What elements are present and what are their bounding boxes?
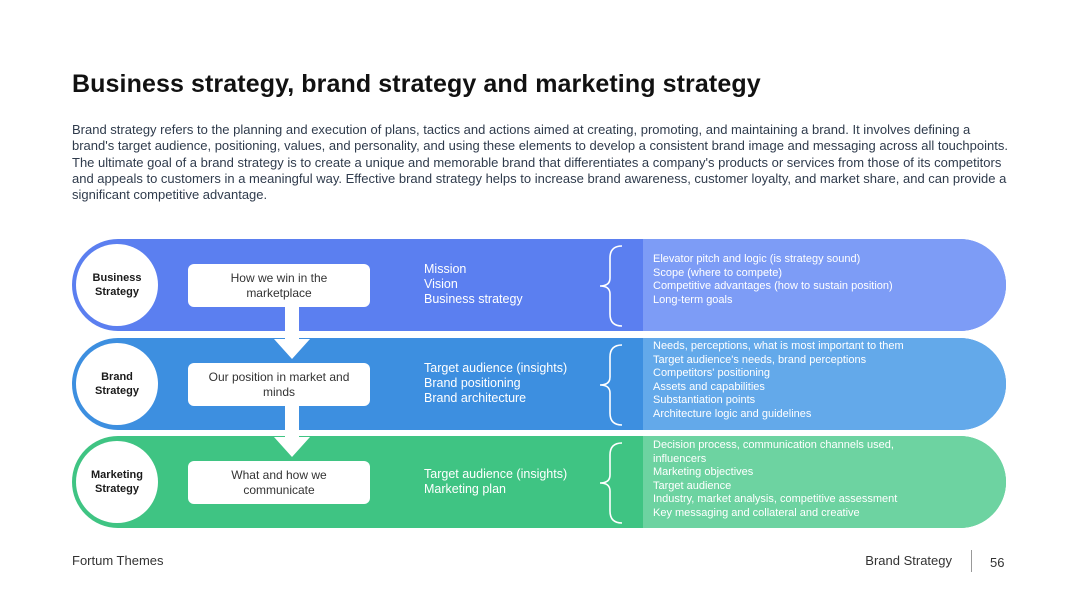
- row-label-circle: Marketing Strategy: [76, 441, 158, 523]
- footer-section: Brand Strategy: [865, 553, 952, 568]
- strategy-row-business: Business Strategy How we win in the mark…: [72, 239, 1006, 331]
- strategy-row-marketing: Marketing Strategy What and how we commu…: [72, 436, 1006, 528]
- curly-brace-icon: [599, 442, 623, 524]
- detail-item: Industry, market analysis, competitive a…: [653, 493, 898, 505]
- component-item: Vision: [424, 277, 458, 291]
- intro-paragraph: Brand strategy refers to the planning an…: [72, 122, 1008, 203]
- detail-item: Competitive advantages (how to sustain p…: [653, 280, 893, 292]
- detail-item: Target audience's needs, brand perceptio…: [653, 353, 867, 366]
- row-details: Decision process, communication channels…: [653, 439, 973, 520]
- arrow-down-icon: [274, 405, 310, 457]
- component-item: Business strategy: [424, 292, 523, 306]
- row-components: Mission Vision Business strategy: [424, 262, 604, 307]
- row-details: Needs, perceptions, what is most importa…: [653, 340, 973, 421]
- component-item: Brand architecture: [424, 391, 527, 405]
- row-detail-panel: [643, 239, 1006, 331]
- row-components: Target audience (insights) Brand positio…: [424, 361, 604, 406]
- curly-brace-icon: [599, 245, 623, 327]
- detail-item: Substantiation points: [653, 394, 756, 406]
- row-details: Elevator pitch and logic (is strategy so…: [653, 253, 973, 307]
- detail-item: Marketing objectives: [653, 466, 754, 478]
- detail-item: Assets and capabilities: [653, 380, 765, 393]
- row-purpose-box: How we win in the marketplace: [188, 264, 370, 307]
- detail-item: Competitors' positioning: [653, 367, 771, 379]
- detail-item: influencers: [653, 452, 707, 465]
- detail-item: Scope (where to compete): [653, 266, 783, 279]
- detail-item: Long-term goals: [653, 293, 733, 306]
- row-purpose-box: Our position in market and minds: [188, 363, 370, 406]
- component-item: Marketing plan: [424, 482, 506, 496]
- detail-item: Key messaging and collateral and creativ…: [653, 506, 860, 519]
- component-item: Brand positioning: [424, 376, 521, 390]
- row-detail-panel: [643, 338, 1006, 430]
- arrow-down-icon: [274, 307, 310, 359]
- row-detail-panel: [643, 436, 1006, 528]
- page-number: 56: [990, 555, 1005, 570]
- detail-item: Elevator pitch and logic (is strategy so…: [653, 253, 861, 265]
- component-item: Target audience (insights): [424, 361, 568, 375]
- page-title: Business strategy, brand strategy and ma…: [72, 70, 761, 98]
- detail-item: Needs, perceptions, what is most importa…: [653, 340, 904, 352]
- detail-item: Architecture logic and guidelines: [653, 407, 812, 420]
- row-components: Target audience (insights) Marketing pla…: [424, 467, 604, 497]
- row-label-circle: Brand Strategy: [76, 343, 158, 425]
- detail-item: Target audience: [653, 479, 732, 492]
- row-label-circle: Business Strategy: [76, 244, 158, 326]
- detail-item: Decision process, communication channels…: [653, 439, 894, 451]
- component-item: Mission: [424, 262, 467, 276]
- curly-brace-icon: [599, 344, 623, 426]
- component-item: Target audience (insights): [424, 467, 568, 481]
- footer-brand: Fortum Themes: [72, 553, 164, 568]
- row-purpose-box: What and how we communicate: [188, 461, 370, 504]
- strategy-row-brand: Brand Strategy Our position in market an…: [72, 338, 1006, 430]
- footer-divider: [971, 550, 972, 572]
